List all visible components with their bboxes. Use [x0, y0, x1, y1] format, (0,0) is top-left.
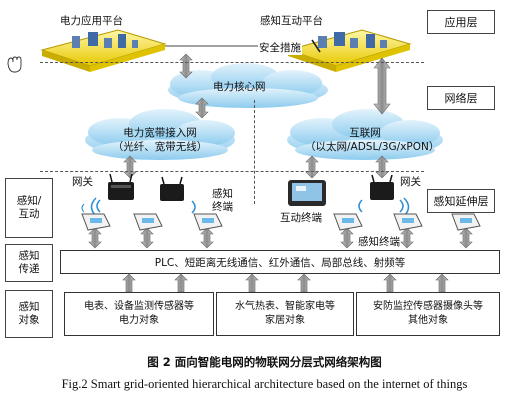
object-home-line2: 家居对象: [265, 315, 305, 326]
gateway-left-icon: [90, 173, 196, 217]
layer-divider-app: [40, 62, 424, 63]
broadband-network-label: 电力宽带接入网 （光纤、宽带无线）: [100, 126, 220, 154]
object-power-line1: 电表、设备监测传感器等: [84, 301, 194, 312]
arrow-bus-obj1b-icon: [174, 273, 188, 293]
arrow-broadband-gateway-icon: [123, 155, 137, 179]
tablet-icon: [288, 180, 326, 206]
interactive-terminal-label: 互动终端: [280, 212, 322, 224]
side-object-box: 感知 对象: [5, 290, 53, 338]
layer-divider-network: [40, 171, 424, 172]
side-transmission-line2: 传递: [18, 263, 40, 275]
gateway-right-label: 网关: [400, 176, 421, 188]
power-app-platform-icon: [40, 29, 167, 72]
sensing-terminal-right-label: 感知终端: [358, 236, 400, 248]
arrow-sensor2-bus-icon: [140, 227, 154, 249]
side-interaction-line2: 互动: [18, 208, 40, 220]
arrow-sensor3-bus-icon: [200, 227, 214, 249]
arrow-platform-core-icon: [179, 53, 193, 79]
arrow-sensor6-bus-icon: [459, 227, 473, 249]
arrow-internet-terminal-icon: [305, 155, 319, 179]
hand-icon: [7, 56, 22, 73]
sensing-platform-icon: [286, 29, 412, 72]
broadband-line2: （光纤、宽带无线）: [112, 141, 208, 153]
sensing-terminal-left-label-1: 感知: [212, 188, 233, 200]
side-transmission-line1: 感知: [18, 250, 40, 262]
arrow-bus-obj2a-icon: [245, 273, 259, 293]
arrow-sensor1-bus-icon: [88, 227, 102, 249]
sensing-terminal-left-label-2: 终端: [212, 201, 233, 213]
caption-chinese: 图 2 面向智能电网的物联网分层式网络架构图: [147, 355, 382, 369]
power-app-platform-title: 电力应用平台: [60, 15, 123, 27]
side-interaction-line1: 感知/: [16, 195, 42, 207]
arrow-internet-gateway-icon: [375, 155, 389, 179]
core-network-label: 电力核心网: [213, 81, 266, 93]
side-object-line2: 对象: [18, 314, 40, 326]
side-object-line1: 感知: [18, 301, 40, 313]
arrow-sensing-internet-icon: [373, 57, 391, 115]
broadband-cloud-icon: [85, 109, 235, 160]
object-power-box: 电表、设备监测传感器等 电力对象: [64, 292, 214, 336]
layer-network-label: 网络层: [427, 86, 495, 110]
object-home-line1: 水气热表、智能家电等: [235, 301, 335, 312]
sensor-devices-icon: [81, 203, 481, 231]
object-power-line2: 电力对象: [119, 315, 159, 326]
gateway-left-label: 网关: [72, 176, 93, 188]
object-other-box: 安防监控传感器摄像头等 其他对象: [356, 292, 500, 336]
layer-extension-label: 感知延伸层: [427, 189, 495, 213]
layer-application-label: 应用层: [427, 10, 495, 34]
arrow-bus-obj3a-icon: [383, 273, 397, 293]
internet-cloud-icon: [287, 109, 443, 160]
internet-network-label: 互联网 （以太网/ADSL/3G/xPON）: [305, 126, 440, 154]
side-transmission-box: 感知 传递: [5, 244, 53, 282]
arrow-sensor5-bus-icon: [400, 227, 414, 249]
network-split-divider: [254, 100, 255, 204]
broadband-line1: 电力宽带接入网: [123, 127, 197, 139]
caption-english: Fig.2 Smart grid-oriented hierarchical a…: [61, 377, 468, 391]
arrow-sensor4-bus-icon: [340, 227, 354, 249]
internet-line2: （以太网/ADSL/3G/xPON）: [305, 141, 440, 153]
object-home-box: 水气热表、智能家电等 家居对象: [216, 292, 354, 336]
sensing-platform-title: 感知互动平台: [260, 15, 323, 27]
object-other-line1: 安防监控传感器摄像头等: [373, 301, 483, 312]
arrow-bus-obj1a-icon: [122, 273, 136, 293]
arrow-bus-obj3b-icon: [435, 273, 449, 293]
communication-bus: PLC、短距离无线通信、红外通信、局部总线、射频等: [60, 250, 500, 274]
internet-line1: 互联网: [349, 127, 381, 139]
object-other-line2: 其他对象: [408, 315, 448, 326]
security-measure-label: 安全措施: [258, 40, 302, 55]
arrow-core-broadband-icon: [195, 97, 209, 119]
side-interaction-box: 感知/ 互动: [5, 178, 53, 238]
arrow-bus-obj2b-icon: [297, 273, 311, 293]
